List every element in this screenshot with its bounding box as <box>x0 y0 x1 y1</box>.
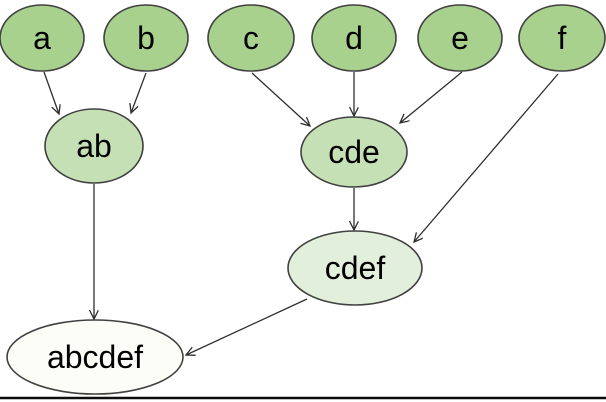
edge-b-to-ab <box>131 72 147 113</box>
node-c-label: c <box>243 20 259 56</box>
node-e: e <box>417 4 503 72</box>
edge-cdef-to-abcdef <box>186 298 308 355</box>
node-f-label: f <box>558 20 567 56</box>
node-d: d <box>311 4 397 72</box>
node-a-ellipse <box>0 4 85 72</box>
edge-e-to-cde <box>400 71 463 123</box>
node-c-ellipse <box>207 4 295 72</box>
node-b-ellipse <box>103 4 189 72</box>
node-d-ellipse <box>311 4 397 72</box>
node-f: f <box>518 4 606 72</box>
node-a-label: a <box>33 20 51 56</box>
node-cdef-label: cdef <box>325 250 386 286</box>
node-ab: ab <box>44 108 144 184</box>
node-b: b <box>103 4 189 72</box>
node-f-ellipse <box>518 4 606 72</box>
node-cde: cde <box>300 116 408 188</box>
node-c: c <box>207 4 295 72</box>
node-abcdef: abcdef <box>6 319 184 395</box>
node-cde-label: cde <box>328 134 380 170</box>
edges-layer <box>43 71 559 355</box>
node-a: a <box>0 4 85 72</box>
node-d-label: d <box>345 20 363 56</box>
edge-c-to-cde <box>251 72 310 126</box>
node-cdef: cdef <box>287 230 423 306</box>
node-b-label: b <box>137 20 155 56</box>
node-e-ellipse <box>417 4 503 72</box>
node-e-label: e <box>451 20 469 56</box>
node-abcdef-label: abcdef <box>47 339 143 375</box>
node-ab-ellipse <box>44 108 144 184</box>
edge-f-to-cdef <box>414 73 559 242</box>
edge-a-to-ab <box>43 71 59 114</box>
node-ab-label: ab <box>76 128 112 164</box>
